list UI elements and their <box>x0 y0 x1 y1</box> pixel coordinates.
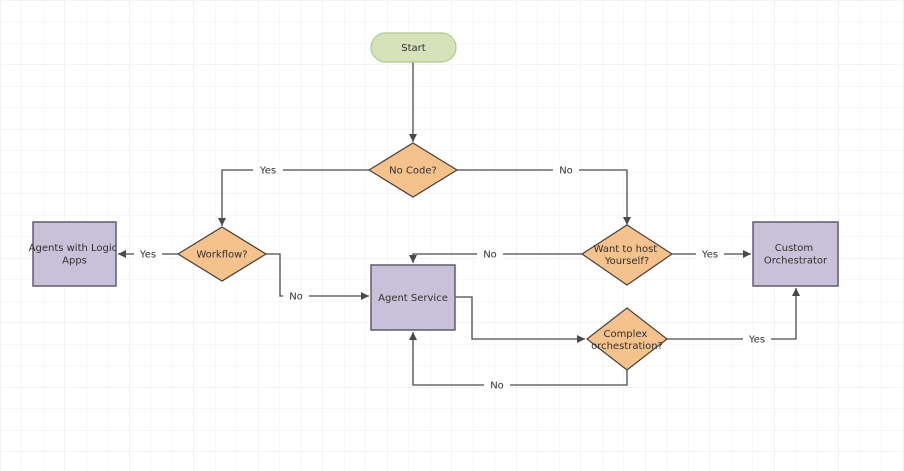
edge-want-to-host-no-to-agent-service[interactable] <box>409 253 582 263</box>
node-complex-orchestration[interactable]: Complex orchestration? <box>586 307 668 371</box>
edge-label-complex-orchestration-no: No <box>484 378 510 392</box>
node-start[interactable]: Start <box>370 32 457 63</box>
edge-label-no-code-no: No <box>553 163 579 177</box>
svg-text:No: No <box>289 292 303 303</box>
svg-text:No: No <box>559 166 573 177</box>
node-agents-with-logic-apps[interactable]: Agents with Logic Apps <box>29 221 121 287</box>
edge-label-no-code-yes: Yes <box>253 163 283 177</box>
node-complex-orchestration-label: Complex orchestration? <box>591 329 663 352</box>
node-start-label: Start <box>401 43 426 54</box>
node-custom-orchestrator[interactable]: Custom Orchestrator <box>752 221 839 287</box>
edge-complex-orchestration-yes-to-custom-orchestrator[interactable] <box>667 288 800 340</box>
edge-label-want-to-host-no: No <box>477 247 503 261</box>
node-agents-with-logic-apps-label: Agents with Logic Apps <box>29 243 121 267</box>
edge-label-complex-orchestration-yes: Yes <box>743 332 771 346</box>
svg-text:Yes: Yes <box>259 166 276 177</box>
node-workflow[interactable]: Workflow? <box>176 226 268 282</box>
edge-complex-orchestration-no-to-agent-service[interactable] <box>409 332 628 386</box>
svg-text:Yes: Yes <box>139 250 156 261</box>
node-no-code[interactable]: No Code? <box>367 142 459 198</box>
node-agent-service-label: Agent Service <box>378 293 448 304</box>
svg-text:No: No <box>483 250 497 261</box>
edge-agent-service-to-complex-orchestration[interactable] <box>455 296 585 343</box>
svg-text:Yes: Yes <box>748 335 765 346</box>
node-workflow-label: Workflow? <box>196 250 247 261</box>
node-want-to-host-label: Want to host Yourself? <box>594 244 661 267</box>
node-agent-service[interactable]: Agent Service <box>370 264 456 331</box>
edge-label-want-to-host-yes: Yes <box>696 247 724 261</box>
edge-no-code-no-to-want-to-host[interactable] <box>457 169 631 225</box>
node-custom-orchestrator-label: Custom Orchestrator <box>764 243 828 267</box>
node-want-to-host[interactable]: Want to host Yourself? <box>580 224 674 286</box>
edge-label-workflow-yes: Yes <box>134 247 162 261</box>
svg-text:No: No <box>490 381 504 392</box>
node-no-code-label: No Code? <box>389 166 437 177</box>
edge-workflow-no-to-agent-service[interactable] <box>266 253 369 300</box>
edge-label-workflow-no: No <box>283 289 309 303</box>
edge-no-code-yes-to-workflow[interactable] <box>218 169 369 226</box>
svg-text:Yes: Yes <box>701 250 718 261</box>
